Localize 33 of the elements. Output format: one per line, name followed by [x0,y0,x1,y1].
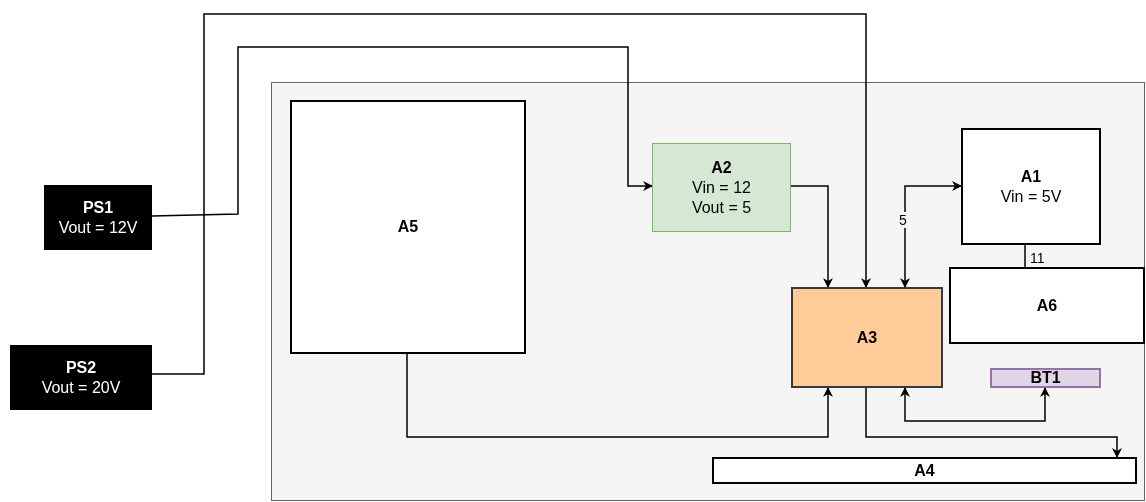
module-name: PS1 [82,197,114,218]
group-box [271,82,1145,501]
arrow [151,46,653,217]
controller-box [791,287,943,388]
module-spec: Vin = 5V [1000,186,1062,207]
module-box [712,457,1137,484]
module-box [961,128,1101,245]
arrow [900,181,962,288]
module-name: A3 [856,327,878,348]
module-box [290,100,526,354]
arrow [790,185,833,288]
arrow [900,387,1050,422]
module-name: BT1 [1030,368,1061,388]
connector-line [1024,244,1026,268]
edge-label: 11 [1029,250,1046,266]
power-supply-box [10,345,152,410]
module-name: A1 [1020,166,1042,187]
module-spec: Vin = 12 Vout = 5 [690,177,753,218]
module-spec: Vout = 20V [41,377,121,398]
regulator-box [652,143,791,232]
arrow [406,353,833,438]
module-box [949,267,1145,344]
power-supply-box [44,185,152,250]
module-name: A4 [914,460,935,481]
arrow [865,387,1122,458]
module-spec: Vout = 12V [58,217,138,238]
module-name: A2 [711,157,732,178]
arrow [151,13,871,375]
battery-box [990,368,1101,388]
module-name: A5 [397,217,419,237]
module-name: PS2 [65,357,97,378]
edge-label: 5 [898,212,908,228]
module-name: A6 [1036,295,1058,316]
